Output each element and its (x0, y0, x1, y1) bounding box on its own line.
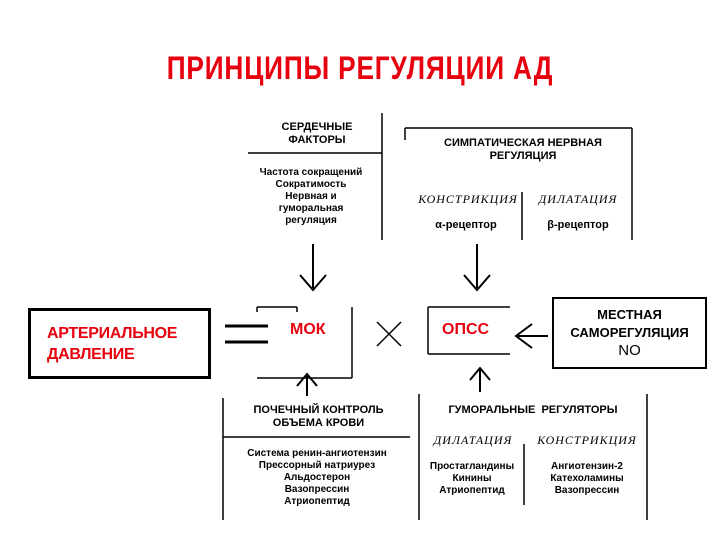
list-item: Вазопрессин (554, 485, 620, 496)
list-item: гуморальная (278, 203, 344, 214)
list-item: Простагландины (429, 461, 515, 472)
beta-receptor: β-рецептор (547, 219, 609, 231)
arrow-down-cardiac-head (299, 274, 327, 292)
renal-items-list: Система ренин-ангиотензин Прессорный нат… (224, 448, 410, 508)
list-item: Сократимость (275, 179, 347, 190)
renal-heading: ПОЧЕЧНЫЙ КОНТРОЛЬ ОБЪЕМА КРОВИ (253, 404, 384, 429)
list-item: Альдостерон (283, 472, 351, 483)
sympathetic-constriction-label: КОНСТРИКЦИЯ (418, 192, 518, 206)
list-item: Нервная и (285, 191, 337, 202)
cardiac-items-list: Частота сокращений Сократимость Нервная … (246, 167, 376, 227)
list-item: Ангиотензин-2 (551, 461, 623, 472)
list-item: Атриопептид (284, 496, 350, 507)
list-item: Атриопептид (439, 485, 505, 496)
humoral-heading: ГУМОРАЛЬНЫЕ РЕГУЛЯТОРЫ (448, 404, 618, 416)
arrow-left-local-head (514, 323, 533, 349)
sympathetic-dilation-label: ДИЛАТАЦИЯ (538, 192, 618, 206)
list-item: регуляция (285, 215, 337, 226)
arterial-pressure-box: АРТЕРИАЛЬНОЕ ДАВЛЕНИЕ (28, 308, 211, 379)
list-item: Система ренин-ангиотензин (247, 448, 387, 459)
arrow-up-humoral-head (469, 366, 491, 381)
humoral-constriction-label: КОНСТРИКЦИЯ (537, 433, 637, 447)
page-title: ПРИНЦИПЫ РЕГУЛЯЦИИ АД (166, 50, 554, 86)
no-label: NO (618, 342, 641, 359)
alpha-receptor: α-рецептор (435, 219, 497, 231)
arterial-pressure-label: АРТЕРИАЛЬНОЕ (47, 325, 178, 342)
arrow-up-renal-head (296, 372, 318, 387)
sympathetic-heading: СИМПАТИЧЕСКАЯ НЕРВНАЯ РЕГУЛЯЦИЯ (444, 137, 602, 162)
humoral-dilators-list: Простагландины Кинины Атриопептид (420, 461, 524, 497)
opss-label: ОПСС (442, 321, 490, 338)
mok-label: МОК (290, 321, 326, 338)
arrow-down-sympathetic-head (463, 274, 491, 292)
multiply-sign-b (376, 321, 402, 347)
humoral-dilation-label: ДИЛАТАЦИЯ (433, 433, 513, 447)
cardiac-heading: СЕРДЕЧНЫЕ ФАКТОРЫ (281, 121, 353, 146)
humoral-constrictors-list: Ангиотензин-2 Катехоламины Вазопрессин (528, 461, 646, 497)
list-item: Катехоламины (550, 473, 624, 484)
list-item: Кинины (452, 473, 492, 484)
list-item: Вазопрессин (284, 484, 350, 495)
list-item: Прессорный натриурез (258, 460, 376, 471)
local-regulation-label: МЕСТНАЯ (597, 307, 662, 322)
local-regulation-box: МЕСТНАЯ САМОРЕГУЛЯЦИЯ NO (552, 297, 707, 369)
list-item: Частота сокращений (259, 167, 363, 178)
